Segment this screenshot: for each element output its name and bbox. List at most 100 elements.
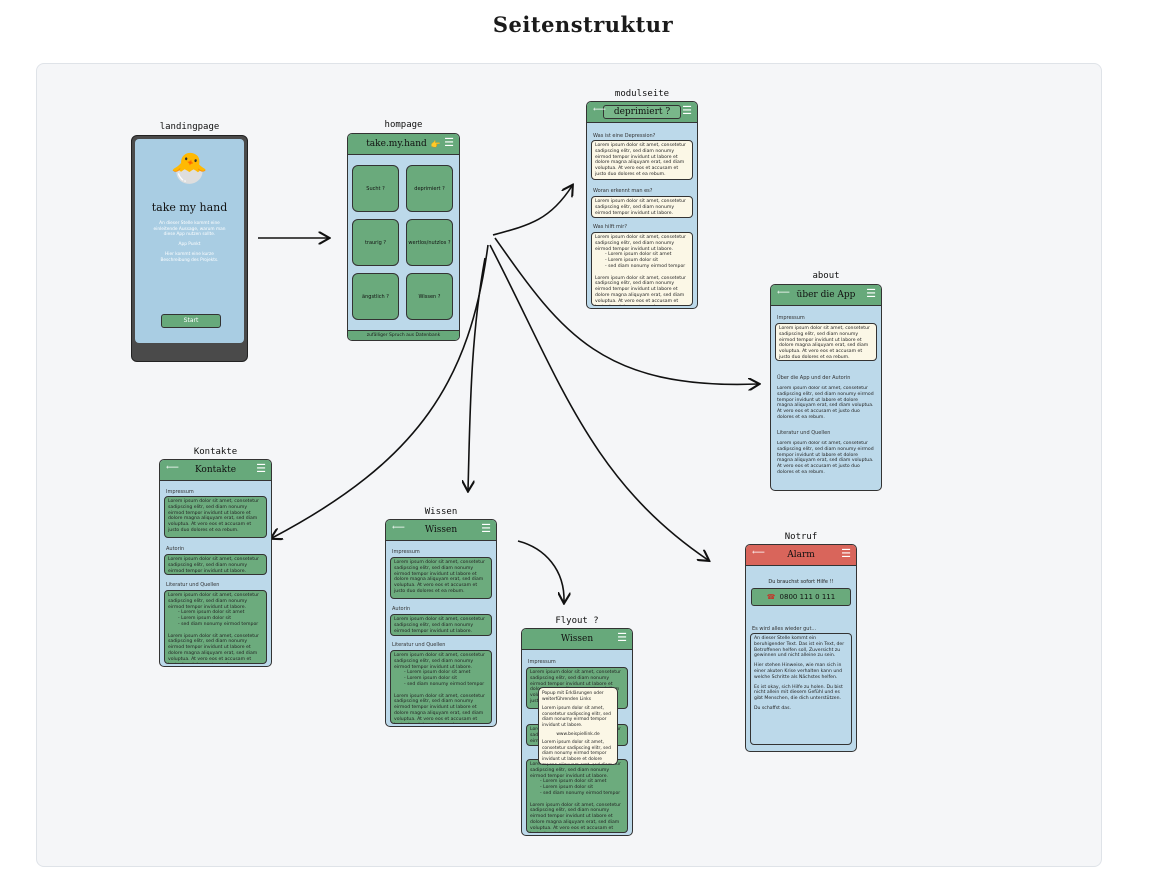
notruf-text-box: An dieser Stelle kommt ein beruhigender … [750,633,852,745]
hand-emoji: 👉 [430,139,441,149]
wissen-heading-2: Autorin [392,606,411,612]
tile-aengstlich[interactable]: ängstlich ? [352,273,399,320]
notruf-title: Alarm [787,550,815,560]
label-hompage: hompage [384,120,423,130]
about-box-1: Lorem ipsum dolor sit amet, consetetur s… [775,323,877,361]
tile-wissen[interactable]: Wissen ? [406,273,453,320]
about-text-1: Lorem ipsum dolor sit amet, consetetur s… [777,386,874,420]
notruf-screen: ⟵ Alarm ☰ Du brauchst sofort Hilfe !! ☎ … [745,544,857,752]
bullet: - sed diam nonumy eirmod tempor [540,790,621,796]
kontakte-heading-2: Autorin [166,546,185,552]
back-arrow-icon[interactable]: ⟵ [752,548,765,558]
back-arrow-icon[interactable]: ⟵ [392,523,405,533]
kontakte-heading-3: Literatur und Quellen [166,582,220,588]
kontakte-screen: ⟵ Kontakte ☰ Impressum Lorem ipsum dolor… [159,459,272,667]
popup-link[interactable]: www.beispiellink.de [556,731,600,737]
bullet: - Lorem ipsum dolor sit [404,676,458,682]
kontakte-header: ⟵ Kontakte ☰ [160,460,271,481]
modul-heading-3: Was hilft mir? [593,224,628,230]
label-about: about [812,271,840,281]
arrow-home-to-about [494,237,758,384]
back-arrow-icon[interactable]: ⟵ [593,105,606,115]
page-title: Seitenstruktur [492,12,674,37]
tile-label: Wissen ? [418,293,441,300]
menu-icon[interactable]: ☰ [841,547,851,560]
tile-sucht[interactable]: Sucht ? [352,165,399,212]
bullet: - Lorem ipsum dolor sit amet [540,779,607,785]
arrow-home-to-wissen [468,257,486,490]
wissen-heading-1: Impressum [392,549,420,555]
back-arrow-icon[interactable]: ⟵ [166,463,179,473]
label-landingpage: landingpage [159,122,220,132]
wissen-box-3-text: Lorem ipsum dolor sit amet, consetetur s… [394,653,485,670]
call-button[interactable]: ☎ 0800 111 0 111 [751,588,851,606]
wissen-box-2: Lorem ipsum dolor sit amet, consetetur s… [390,614,492,636]
menu-icon[interactable]: ☰ [617,631,627,644]
modul-title: deprimiert ? [602,105,682,119]
modul-box-3-text: Lorem ipsum dolor sit amet, consetetur s… [595,235,686,252]
about-heading-2: Über die App und der Autorin [777,375,851,381]
arrow-home-to-notruf [489,244,708,560]
menu-icon[interactable]: ☰ [444,136,454,149]
tile-traurig[interactable]: traurig ? [352,219,399,266]
menu-icon[interactable]: ☰ [866,287,876,300]
notruf-subhead: Es wird alles wieder gut... [752,626,817,632]
landing-phone: 🐣 take my hand An dieser Stelle kommt ei… [131,135,248,362]
home-header: take.my.hand 👉 ☰ [348,134,459,155]
wissen-title: Wissen [424,525,458,535]
tile-wertlos[interactable]: wertlos/nutzlos ? [406,219,453,266]
wissen-box-1: Lorem ipsum dolor sit amet, consetetur s… [390,557,492,599]
label-kontakte: Kontakte [193,447,238,457]
home-footer: zufälliger Spruch aus Datenbank [348,330,459,340]
kontakte-box-3-text: Lorem ipsum dolor sit amet, consetetur s… [168,593,259,610]
kontakte-box-2: Lorem ipsum dolor sit amet, consetetur s… [164,554,267,575]
tile-label: ängstlich ? [362,293,389,300]
label-modulseite: modulseite [614,89,670,99]
modul-screen: ⟵ deprimiert ? ☰ Was ist eine Depression… [586,101,698,309]
menu-icon[interactable]: ☰ [256,462,266,475]
landing-app-name: take my hand [151,201,228,214]
flyout-popup[interactable]: Popup mit Erklärungen oder weiterführend… [538,687,618,765]
tile-deprimiert[interactable]: deprimiert ? [406,165,453,212]
wissen-box-3: Lorem ipsum dolor sit amet, consetetur s… [390,650,492,724]
modul-heading-1: Was ist eine Depression? [593,133,656,139]
tile-label: wertlos/nutzlos ? [408,239,451,246]
tile-label: deprimiert ? [414,185,445,192]
flyout-box-3: Lorem ipsum dolor sit amet, consetetur s… [526,759,628,833]
kontakte-heading-1: Impressum [166,489,194,495]
arrow-home-to-modul [492,186,572,236]
popup-text-1: Lorem ipsum dolor sit amet, consetetur s… [542,706,611,728]
wissen-screen: ⟵ Wissen ☰ Impressum Lorem ipsum dolor s… [385,519,497,727]
home-screen: take.my.hand 👉 ☰ Sucht ? deprimiert ? tr… [347,133,460,341]
menu-icon[interactable]: ☰ [682,104,692,117]
bullet: - sed diam nonumy eirmod tempor [178,621,259,627]
bullet: - Lorem ipsum dolor sit amet [178,610,245,616]
about-screen: ⟵ über die App ☰ Impressum Lorem ipsum d… [770,284,882,491]
about-title: über die App [796,290,856,300]
wissen-heading-3: Literatur und Quellen [392,642,446,648]
wissen-header: ⟵ Wissen ☰ [386,520,496,541]
notruf-p1: An dieser Stelle kommt ein beruhigender … [754,636,845,659]
label-notruf: Notruf [784,532,818,542]
bullet: - Lorem ipsum dolor sit amet [605,252,672,258]
flyout-heading-1: Impressum [528,659,556,665]
arrow-home-to-kontakte [272,244,489,538]
about-heading-1: Impressum [777,315,805,321]
modul-box-3: Lorem ipsum dolor sit amet, consetetur s… [591,232,693,306]
modul-box-3-text-2: Lorem ipsum dolor sit amet, consetetur s… [595,275,686,305]
modul-box-1: Lorem ipsum dolor sit amet, consetetur s… [591,140,693,180]
notruf-p2: Hier stehen Hinweise, wie man sich in ei… [754,663,843,680]
bullet: - sed diam nonumy eirmod tempor [605,263,686,269]
flyout-title: Wissen [560,634,594,644]
start-button[interactable]: Start [161,314,221,328]
menu-icon[interactable]: ☰ [481,522,491,535]
popup-heading: Popup mit Erklärungen oder weiterführend… [542,691,604,702]
bullet: - Lorem ipsum dolor sit [178,616,232,622]
notruf-p4: Du schaffst das. [754,705,791,711]
back-arrow-icon[interactable]: ⟵ [777,288,790,298]
kontakte-box-3-text-2: Lorem ipsum dolor sit amet, consetetur s… [168,633,259,663]
bullet: - sed diam nonumy eirmod tempor [404,681,485,687]
flyout-screen: Wissen ☰ Impressum Lorem ipsum dolor sit… [521,628,633,836]
label-wissen: Wissen [424,507,458,517]
